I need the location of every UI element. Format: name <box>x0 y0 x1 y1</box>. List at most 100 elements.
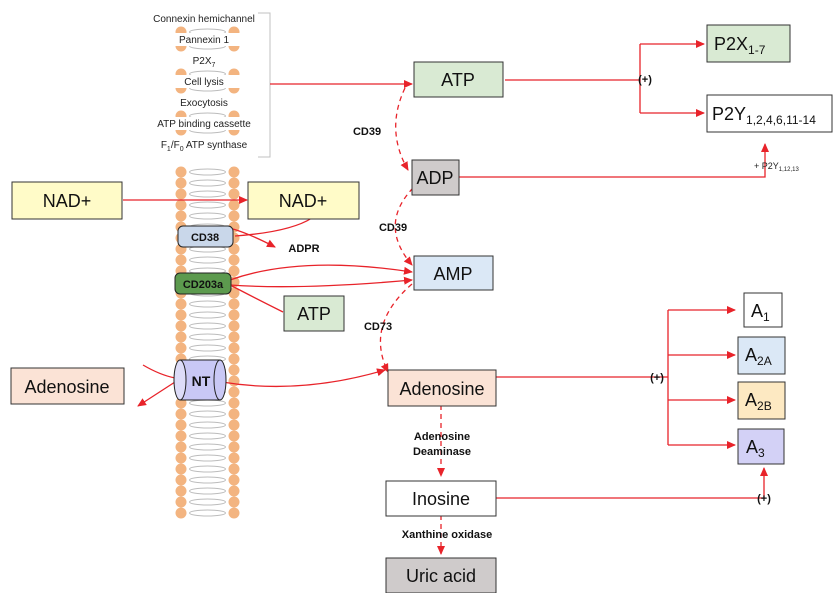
lipid-head <box>175 452 187 464</box>
lipid-tail <box>189 421 226 429</box>
arrow-cd203a-to-amp-1 <box>229 264 413 281</box>
arrow-inosine-to-a3 <box>496 467 768 499</box>
lipid-head <box>175 496 187 508</box>
release-mechanism-label: Exocytosis <box>180 98 228 109</box>
arrow-nt-to-adenosine <box>221 368 386 388</box>
release-label-background <box>148 12 260 25</box>
arrow-cd38-to-adpr <box>232 228 276 248</box>
lipid-head <box>175 441 187 453</box>
lipid-head <box>228 485 240 497</box>
lipid-tail <box>189 311 226 319</box>
cd39-label-2: CD39 <box>379 222 407 234</box>
cell-membrane <box>175 12 240 519</box>
lipid-head <box>228 320 240 332</box>
svg-text:P2X1-7: P2X1-7 <box>714 34 766 57</box>
lipid-tail <box>189 256 226 264</box>
lipid-tail <box>189 300 226 308</box>
lipid-head <box>228 298 240 310</box>
node-adenosine-left: Adenosine <box>10 367 125 405</box>
uric-acid-label: Uric acid <box>406 566 476 586</box>
lipid-head <box>228 430 240 442</box>
arrow-amp-to-adenosine <box>379 283 413 373</box>
atp-label: ATP <box>441 70 475 90</box>
lipid-head <box>228 463 240 475</box>
lipid-tail <box>189 344 226 352</box>
node-uric-acid: Uric acid <box>385 557 497 593</box>
plus-label-inosine: (+) <box>757 493 771 505</box>
adenosine-deaminase-label-1: Adenosine <box>414 431 470 443</box>
lipid-tail <box>189 201 226 209</box>
receptor-p2x: P2X1-7 <box>706 24 791 63</box>
transporter-nt: NT <box>173 359 227 401</box>
arrow-adp-to-p2y <box>459 143 769 178</box>
lipid-tail <box>189 454 226 462</box>
node-nad-right: NAD+ <box>247 181 360 220</box>
receptor-a2b: A2B <box>737 381 786 420</box>
lipid-head <box>175 254 187 266</box>
lipid-tail <box>189 465 226 473</box>
lipid-head <box>228 331 240 343</box>
lipid-head <box>228 507 240 519</box>
svg-text:A2A: A2A <box>745 345 772 368</box>
cd203a-label: CD203a <box>183 279 224 291</box>
lipid-head <box>175 408 187 420</box>
arrow-atp-to-cd203a <box>231 285 284 313</box>
lipid-tail <box>189 410 226 418</box>
receptor-p2y: P2Y1,2,4,6,11-14 <box>706 94 833 133</box>
lipid-tail <box>189 212 226 220</box>
node-adenosine: Adenosine <box>387 369 497 407</box>
release-mechanism-label: Cell lysis <box>184 77 223 88</box>
svg-text:A2B: A2B <box>745 390 772 413</box>
node-amp: AMP <box>413 255 494 291</box>
cd39-label-1: CD39 <box>353 126 381 138</box>
arrow-adp-to-amp <box>394 187 414 266</box>
node-adp: ADP <box>411 159 460 196</box>
lipid-tail <box>189 476 226 484</box>
release-bracket <box>258 12 271 158</box>
lipid-tail <box>189 168 226 176</box>
nad-right-label: NAD+ <box>279 191 328 211</box>
node-inosine: Inosine <box>385 480 497 517</box>
nad-left-label: NAD+ <box>43 191 92 211</box>
receptor-a3: A3 <box>737 428 785 465</box>
lipid-head <box>228 452 240 464</box>
enzyme-cd203a: CD203a <box>174 272 232 295</box>
arrow-cd203a-to-amp-2 <box>229 276 413 288</box>
xanthine-oxidase-label: Xanthine oxidase <box>402 529 492 541</box>
lipid-tail <box>189 443 226 451</box>
lipid-head <box>175 507 187 519</box>
p2y-extra-label: + P2Y1,12,13 <box>754 161 799 173</box>
lipid-tail <box>189 322 226 330</box>
lipid-head <box>175 188 187 200</box>
lipid-head <box>175 166 187 178</box>
lipid-head <box>228 166 240 178</box>
svg-text:P2Y1,2,4,6,11-14: P2Y1,2,4,6,11-14 <box>712 104 816 127</box>
adenosine-deaminase-label-2: Deaminase <box>413 446 471 458</box>
release-mechanism-label: F1/F0 ATP synthase <box>161 140 248 153</box>
lipid-head <box>175 342 187 354</box>
lipid-head <box>228 496 240 508</box>
lipid-tail <box>189 509 226 517</box>
lipid-head <box>228 441 240 453</box>
plus-label-a: (+) <box>650 372 664 384</box>
release-label-background <box>148 33 260 46</box>
lipid-head <box>228 364 240 376</box>
plus-label-p2: (+) <box>638 74 652 86</box>
lipid-head <box>175 309 187 321</box>
nt-label: NT <box>192 373 211 389</box>
arrow-atp-to-adp <box>395 87 409 171</box>
lipid-head <box>228 309 240 321</box>
lipid-head <box>228 386 240 398</box>
lipid-head <box>175 474 187 486</box>
lipid-tail <box>189 399 226 407</box>
lipid-head <box>175 485 187 497</box>
atp-small-label: ATP <box>297 304 331 324</box>
cd38-label: CD38 <box>191 232 219 244</box>
svg-text:A1: A1 <box>751 301 770 324</box>
lipid-head <box>228 353 240 365</box>
release-mechanism-label: ATP binding cassette <box>157 119 251 130</box>
release-mechanism-label: P2X7 <box>193 56 216 69</box>
receptor-a2a: A2A <box>737 336 786 375</box>
svg-text:A3: A3 <box>746 437 765 460</box>
